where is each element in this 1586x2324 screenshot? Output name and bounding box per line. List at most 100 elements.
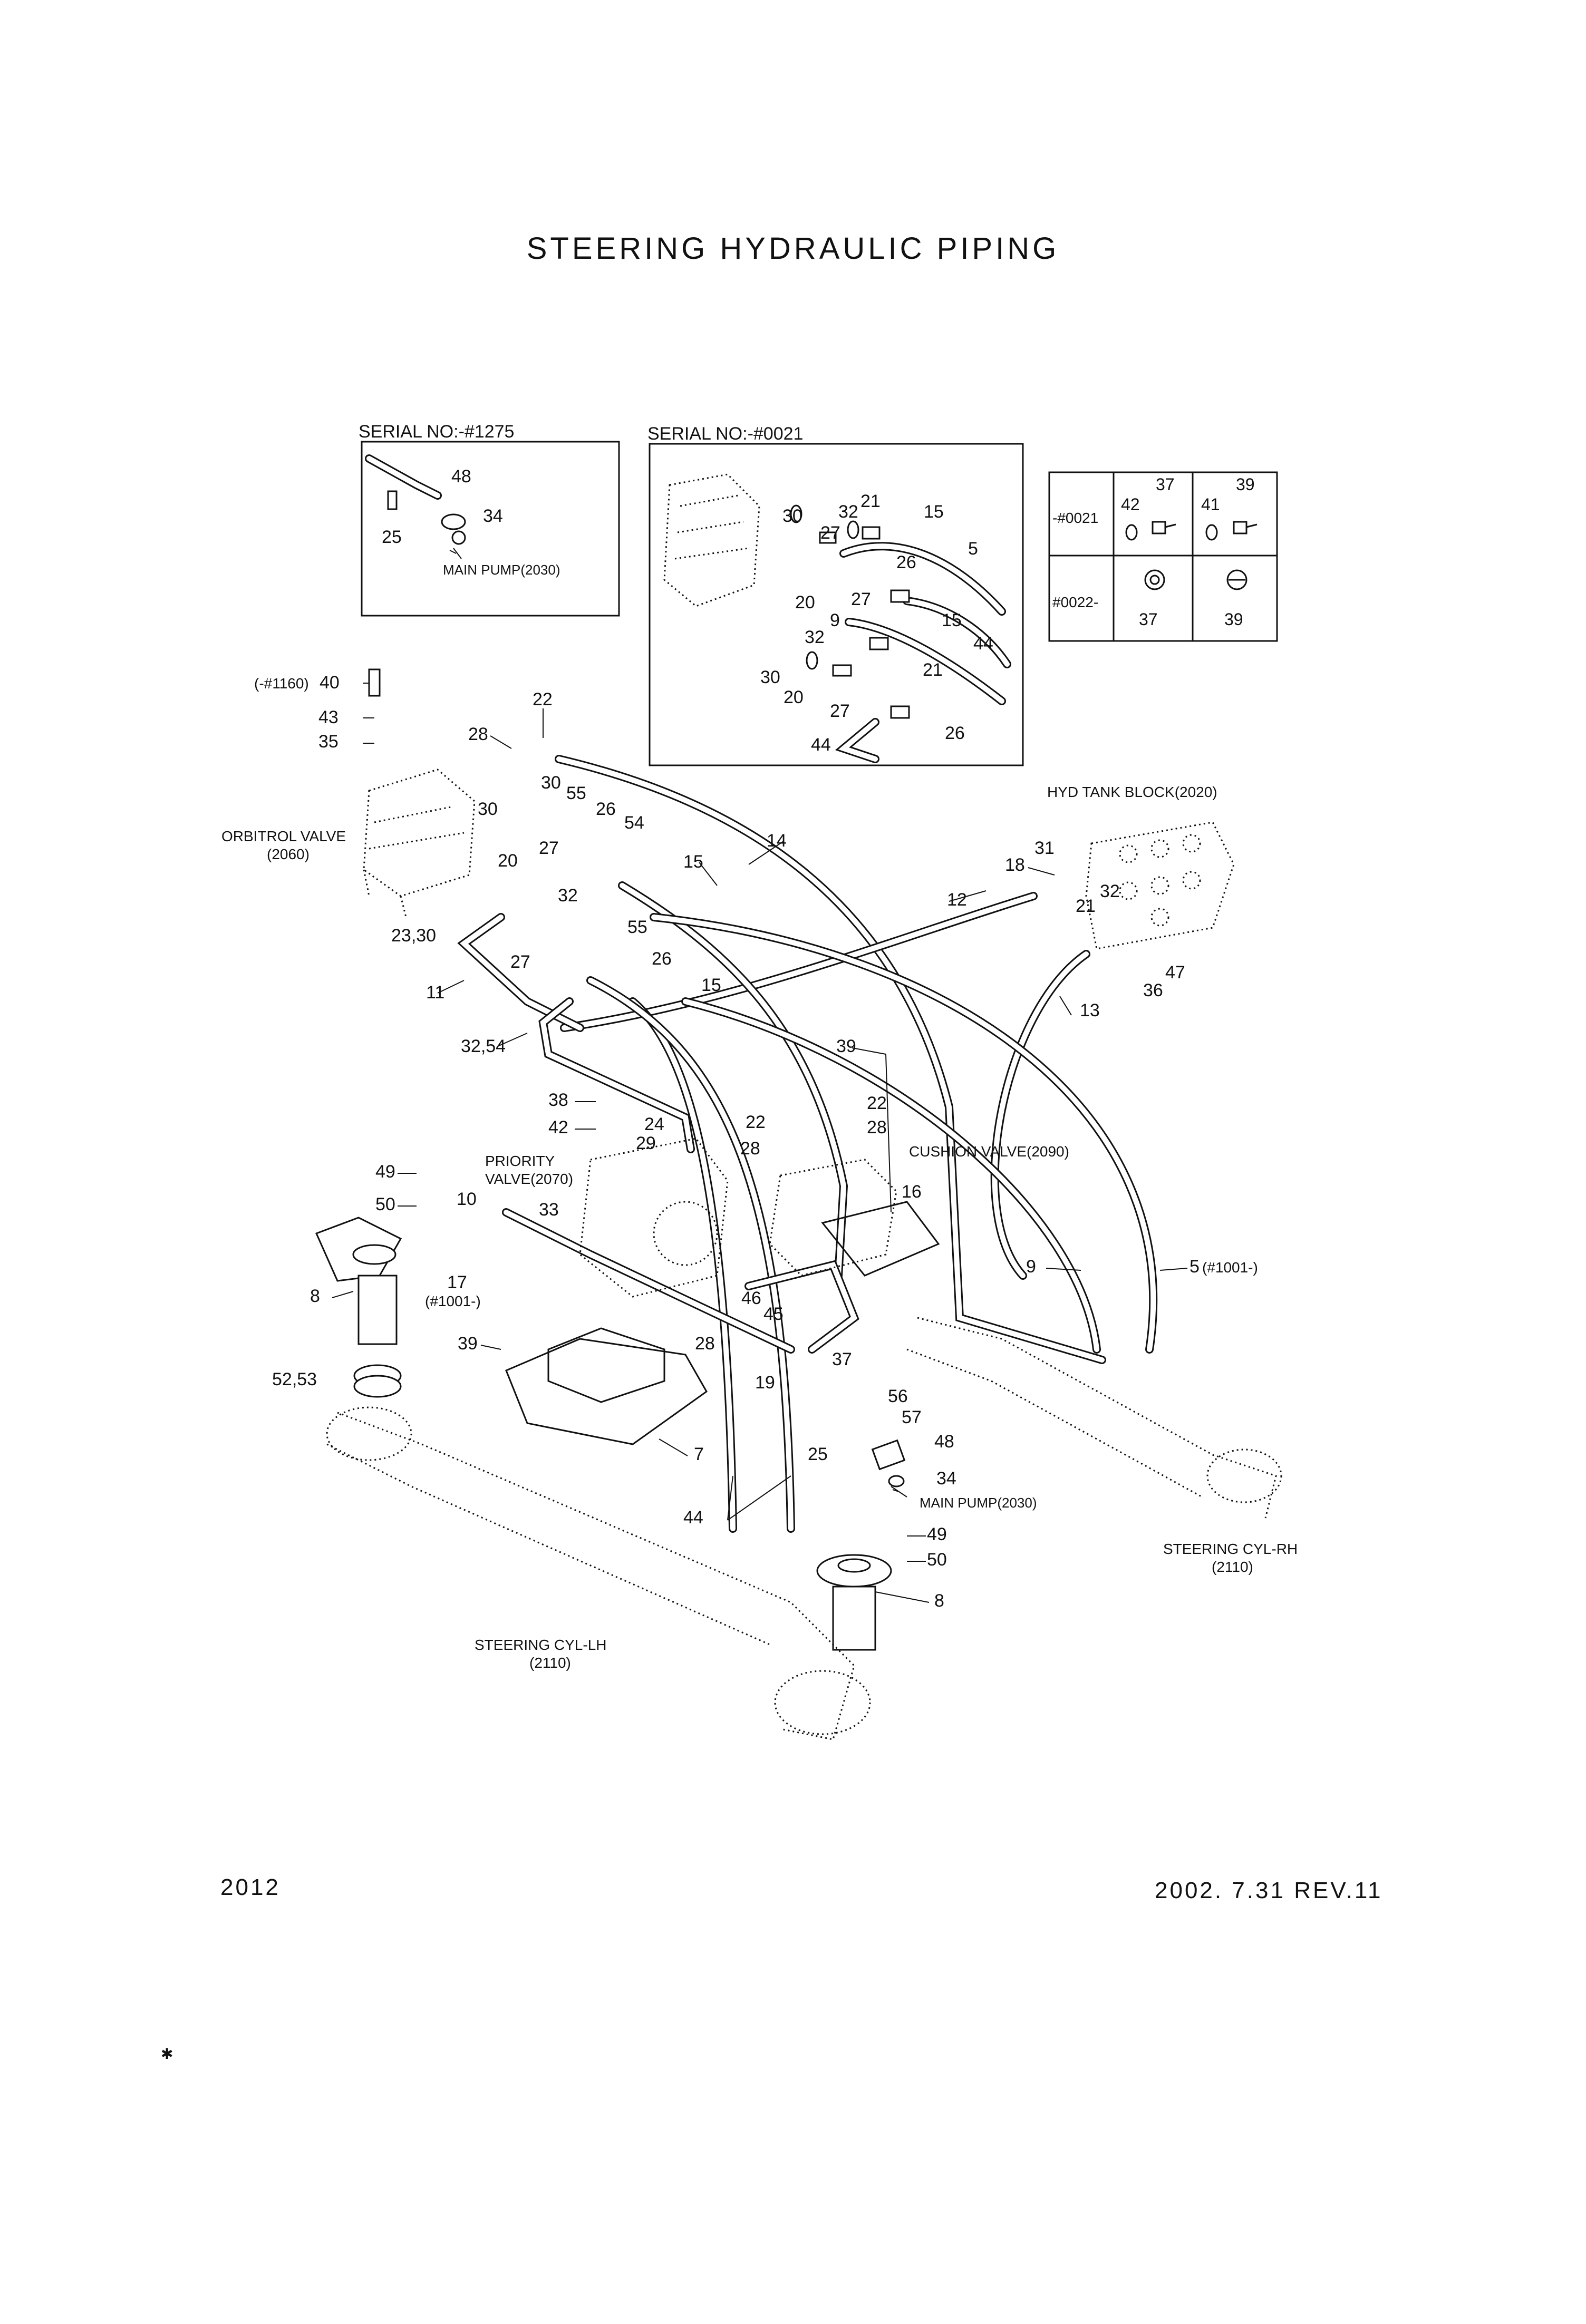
svg-text:42: 42 (1121, 495, 1140, 514)
inset-serial-1275: SERIAL NO:-#1275 48 34 25 MAIN PUMP(2030… (359, 422, 620, 617)
svg-text:(#1001-): (#1001-) (1202, 1259, 1258, 1276)
svg-text:44: 44 (683, 1508, 703, 1528)
svg-text:5: 5 (968, 539, 978, 559)
svg-text:17: 17 (447, 1272, 467, 1292)
svg-text:21: 21 (860, 491, 881, 511)
svg-text:49: 49 (927, 1524, 947, 1544)
variant-row-1-label: -#0021 (1052, 510, 1098, 526)
hyd-tank-label: HYD TANK BLOCK(2020) (1047, 784, 1217, 800)
svg-text:20: 20 (498, 851, 518, 871)
svg-text:7: 7 (694, 1444, 704, 1464)
svg-text:18: 18 (1005, 855, 1025, 875)
svg-text:42: 42 (548, 1117, 568, 1137)
svg-text:21: 21 (923, 660, 943, 680)
svg-text:20: 20 (795, 592, 815, 612)
svg-text:41: 41 (1201, 495, 1220, 514)
main-pump-fitting: MAIN PUMP(2030) (871, 1439, 1037, 1511)
cushion-label: CUSHION VALVE(2090) (909, 1143, 1069, 1160)
svg-text:28: 28 (867, 1117, 887, 1137)
svg-text:25: 25 (382, 527, 402, 547)
page-title: STEERING HYDRAULIC PIPING (526, 231, 1060, 266)
svg-text:50: 50 (927, 1550, 947, 1570)
svg-text:54: 54 (624, 813, 644, 833)
svg-text:34: 34 (483, 506, 503, 526)
steering-cylinder-lh: STEERING CYL-LH(2110) (326, 1406, 871, 1740)
svg-text:31: 31 (1034, 838, 1055, 858)
variant-table: -#0021 #0022- 42 37 41 39 37 39 (1048, 471, 1278, 642)
scan-mark: ✱ (161, 2046, 173, 2062)
svg-text:30: 30 (782, 506, 802, 526)
svg-text:44: 44 (811, 735, 831, 755)
svg-text:22: 22 (533, 689, 553, 709)
svg-text:39: 39 (1236, 475, 1255, 494)
svg-text:37: 37 (1156, 475, 1175, 494)
svg-text:24: 24 (644, 1114, 664, 1134)
svg-text:37: 37 (1139, 610, 1158, 629)
svg-text:27: 27 (830, 701, 850, 721)
svg-text:36: 36 (1143, 980, 1163, 1000)
inset-0021-label: SERIAL NO:-#0021 (647, 424, 803, 444)
svg-text:26: 26 (596, 799, 616, 819)
svg-text:16: 16 (902, 1182, 922, 1202)
pin-right (816, 1554, 892, 1651)
svg-text:55: 55 (627, 917, 647, 937)
inset-1275-label: SERIAL NO:-#1275 (359, 422, 514, 442)
svg-text:13: 13 (1080, 1000, 1100, 1020)
svg-text:28: 28 (468, 724, 488, 744)
svg-text:39: 39 (1224, 610, 1243, 629)
hoses (457, 755, 1158, 1533)
svg-text:9: 9 (830, 610, 840, 630)
svg-text:27: 27 (820, 523, 840, 543)
svg-text:25: 25 (808, 1444, 828, 1464)
svg-text:29: 29 (636, 1133, 656, 1153)
callouts: (-#1160) 40 43 35 28 22 30 55 26 54 30 2… (254, 668, 1258, 1611)
svg-text:38: 38 (548, 1090, 568, 1110)
svg-text:40: 40 (320, 673, 340, 693)
svg-text:(-#1160): (-#1160) (254, 675, 309, 692)
inset-1275-elbow (441, 513, 466, 530)
svg-text:15: 15 (683, 852, 703, 872)
svg-text:11: 11 (426, 983, 444, 1003)
svg-text:48: 48 (934, 1432, 954, 1452)
svg-text:STEERING CYL-LH(2110): STEERING CYL-LH(2110) (475, 1637, 607, 1671)
svg-text:57: 57 (902, 1407, 922, 1427)
svg-text:39: 39 (836, 1036, 856, 1056)
svg-text:22: 22 (746, 1112, 766, 1132)
svg-text:47: 47 (1165, 962, 1185, 983)
svg-text:39: 39 (458, 1334, 478, 1354)
svg-text:50: 50 (375, 1194, 395, 1214)
svg-text:27: 27 (539, 838, 559, 858)
svg-text:23,30: 23,30 (391, 926, 436, 946)
svg-text:32: 32 (838, 502, 858, 522)
svg-text:30: 30 (760, 667, 780, 687)
svg-text:28: 28 (695, 1334, 715, 1354)
variant-row-2-label: #0022- (1052, 594, 1098, 610)
svg-text:35: 35 (318, 732, 339, 752)
svg-text:34: 34 (936, 1469, 956, 1489)
mounting-plate (505, 1327, 708, 1445)
svg-text:27: 27 (851, 589, 871, 609)
svg-text:26: 26 (652, 949, 672, 969)
svg-text:8: 8 (310, 1286, 320, 1306)
svg-text:48: 48 (451, 466, 471, 487)
inset-0021-frame (649, 443, 1024, 766)
page-number: 2012 (220, 1874, 281, 1900)
svg-text:28: 28 (740, 1139, 760, 1159)
svg-text:19: 19 (755, 1373, 775, 1393)
svg-text:15: 15 (942, 610, 962, 630)
svg-text:27: 27 (510, 952, 530, 972)
svg-text:45: 45 (763, 1304, 784, 1324)
svg-text:STEERING CYL-RH(2110): STEERING CYL-RH(2110) (1163, 1541, 1298, 1575)
svg-text:43: 43 (318, 707, 339, 727)
main-pump-label: MAIN PUMP(2030) (920, 1495, 1037, 1511)
svg-text:32: 32 (805, 627, 825, 647)
inset-1275-frame (361, 441, 620, 617)
svg-text:52,53: 52,53 (272, 1369, 317, 1389)
pin-left (315, 1217, 402, 1398)
steering-cylinder-rh: STEERING CYL-RH(2110) (906, 1317, 1298, 1575)
svg-text:32,54: 32,54 (461, 1036, 506, 1056)
svg-text:26: 26 (896, 552, 916, 572)
svg-text:56: 56 (888, 1386, 908, 1406)
